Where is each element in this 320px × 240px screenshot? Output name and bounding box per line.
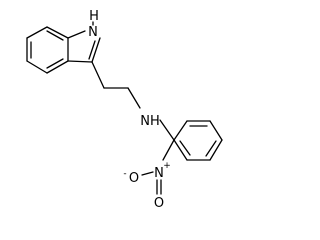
structure-drawing: H N NH N + O - O — [26, 9, 223, 211]
bond — [91, 37, 101, 63]
bond — [209, 120, 223, 141]
indole-benzene-ring — [26, 26, 69, 74]
nitro-o1-charge: - — [123, 169, 126, 179]
amine-nh-label: NH — [140, 114, 160, 129]
double-bond — [179, 140, 191, 156]
bond — [173, 120, 188, 141]
n-o-single-bond — [141, 171, 154, 176]
double-bond — [88, 40, 96, 60]
nitro-o1-label: O — [129, 171, 139, 186]
bond — [46, 60, 69, 74]
bond — [127, 87, 141, 109]
bond — [26, 60, 48, 74]
double-bond — [46, 58, 64, 69]
nitrobenzene-ring — [173, 120, 223, 161]
double-bond — [205, 140, 217, 157]
ethyl-chain — [91, 61, 141, 109]
indole-n-label: N — [88, 25, 98, 40]
nitro-o2-label: O — [154, 196, 164, 211]
bond — [26, 26, 48, 39]
bond — [67, 30, 86, 39]
ring-nitro-bond — [162, 139, 175, 161]
bond — [67, 60, 93, 63]
bond — [209, 139, 223, 161]
indole-h-label: H — [89, 9, 99, 24]
indole-pyrrole-ring — [67, 30, 101, 63]
bond — [91, 61, 105, 89]
nitro-n-label: N — [154, 166, 164, 181]
amine-n-label: N — [140, 114, 150, 129]
bond — [46, 26, 69, 39]
benzyl-bond — [159, 119, 175, 141]
nitro-n-charge: + — [163, 161, 171, 171]
bond — [173, 139, 188, 161]
double-bond — [46, 30, 64, 41]
amine-h-label: H — [150, 114, 160, 129]
